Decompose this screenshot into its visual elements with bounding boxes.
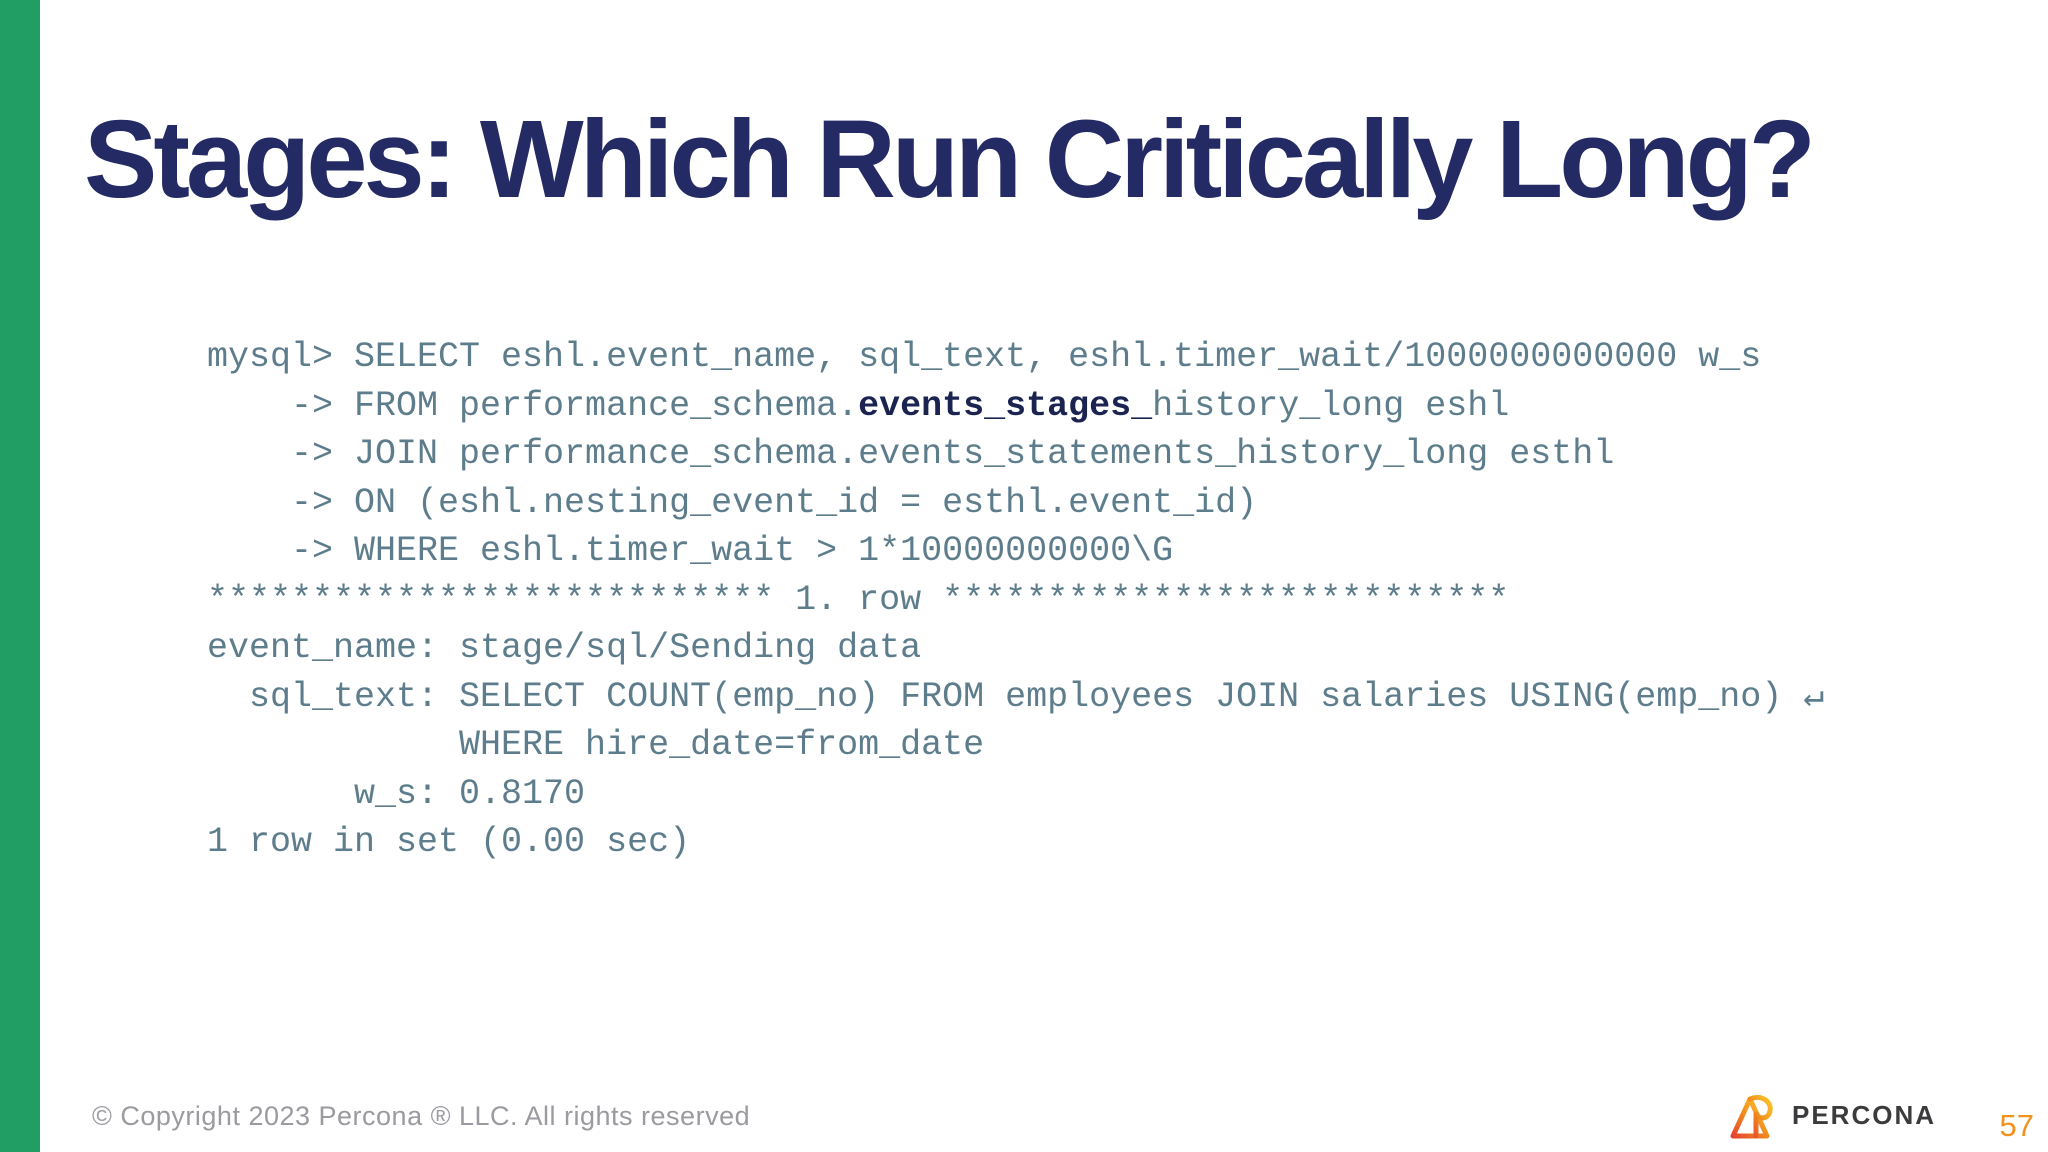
code-text: -> FROM performance_schema.	[207, 385, 859, 426]
code-line: *************************** 1. row *****…	[207, 576, 1824, 625]
accent-bar	[0, 0, 40, 1152]
code-line: 1 row in set (0.00 sec)	[207, 818, 1824, 867]
code-text: 1 row in set (0.00 sec)	[207, 822, 691, 862]
code-text: -> JOIN performance_schema.events_statem…	[207, 434, 1615, 474]
copyright-text: © Copyright 2023 Percona ® LLC. All righ…	[92, 1101, 751, 1131]
code-line: sql_text: SELECT COUNT(emp_no) FROM empl…	[207, 673, 1824, 722]
code-text: WHERE hire_date=from_date	[207, 725, 985, 765]
code-text: -> ON (eshl.nesting_event_id = esthl.eve…	[207, 482, 1258, 523]
page-title: Stages: Which Run Critically Long?	[84, 97, 1816, 221]
code-text: w_s: 0.8170	[207, 773, 586, 814]
code-line: mysql> SELECT eshl.event_name, sql_text,…	[207, 333, 1824, 382]
code-text: *************************** 1. row *****…	[207, 579, 1510, 620]
percona-wordmark: PERCONA	[1792, 1099, 1937, 1130]
code-text: -> WHERE eshl.timer_wait > 1*10000000000…	[207, 531, 1174, 571]
percona-triangle-icon	[1730, 1095, 1773, 1139]
percona-logo: PERCONA	[1728, 1090, 1936, 1140]
code-line: -> ON (eshl.nesting_event_id = esthl.eve…	[207, 479, 1824, 528]
code-line: -> JOIN performance_schema.events_statem…	[207, 430, 1824, 479]
code-line: -> FROM performance_schema.events_stages…	[207, 382, 1824, 431]
code-block: mysql> SELECT eshl.event_name, sql_text,…	[207, 333, 1824, 867]
code-text: mysql> SELECT eshl.event_name, sql_text,…	[207, 337, 1762, 377]
code-text: sql_text: SELECT COUNT(emp_no) FROM empl…	[207, 676, 1825, 717]
code-text: event_name: stage/sql/Sending data	[207, 628, 922, 668]
code-highlight-events-stages: events_stages_	[858, 385, 1153, 426]
code-line: WHERE hire_date=from_date	[207, 721, 1824, 770]
code-text: history_long eshl	[1152, 385, 1510, 426]
page-number: 57	[1999, 1108, 2034, 1143]
code-line: -> WHERE eshl.timer_wait > 1*10000000000…	[207, 527, 1824, 576]
code-line: w_s: 0.8170	[207, 770, 1824, 819]
code-line: event_name: stage/sql/Sending data	[207, 624, 1824, 673]
